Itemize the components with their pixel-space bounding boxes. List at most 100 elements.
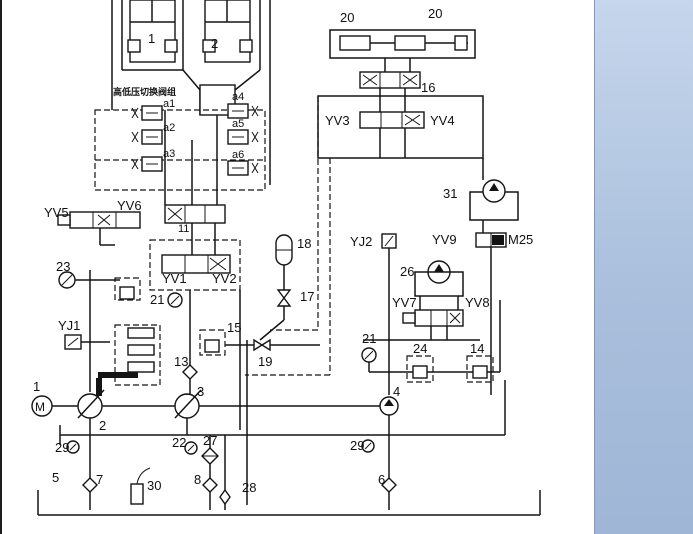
pump-2	[77, 389, 175, 419]
relief-valve-14	[466, 355, 494, 383]
yv9-label: YV9	[432, 232, 457, 247]
yv8-label: YV8	[465, 295, 490, 310]
valve-a5-label: a5	[232, 118, 244, 130]
valve-17	[259, 289, 292, 341]
switching-valve-group	[94, 109, 266, 191]
motor-26	[414, 260, 464, 297]
hydraulic-diagram: 1 2 高低压切换	[31, 0, 541, 516]
relief-valve-15	[199, 329, 226, 356]
pressure-switch-yj1	[64, 334, 110, 350]
pump-4	[379, 396, 399, 416]
filter-7	[82, 477, 98, 510]
pressure-gauge-23	[58, 271, 120, 289]
filter-7-label: 7	[96, 472, 103, 487]
valve-11	[164, 204, 226, 224]
relief-valve-left	[114, 277, 141, 301]
valve-a2-label: a2	[163, 122, 175, 134]
yv6-label: YV6	[117, 198, 142, 213]
pilot-valve-block	[96, 324, 161, 396]
motor-1-label: 1	[33, 379, 40, 394]
valve-28-label: 28	[242, 480, 256, 495]
slide-left-border	[0, 0, 2, 534]
cylinder-2-label: 2	[211, 36, 218, 51]
valve-16-label: 16	[421, 80, 435, 95]
valve-a2	[131, 129, 163, 145]
valve-yv5-yv6	[57, 211, 141, 246]
filter-8	[202, 435, 231, 510]
cylinder-20a-label: 20	[340, 10, 354, 25]
valve-group-title: 高低压切换阀组	[113, 86, 176, 98]
gauge-21-right-label: 21	[362, 331, 376, 346]
valve-a4-label: a4	[232, 91, 244, 103]
oil-tank	[37, 490, 541, 516]
cylinders-20	[329, 29, 476, 59]
valve-24-label: 24	[413, 341, 427, 356]
cylinder-1	[127, 0, 178, 63]
valve-19-label: 19	[258, 354, 272, 369]
yj2-label: YJ2	[350, 234, 372, 249]
filter-6-label: 6	[378, 472, 385, 487]
valve-yv1-yv2	[149, 223, 241, 291]
valve-15-label: 15	[227, 320, 241, 335]
relief-valve-24	[406, 355, 434, 383]
valve-14-label: 14	[470, 341, 484, 356]
accumulator-18-label: 18	[297, 236, 311, 251]
yv7-label: YV7	[392, 295, 417, 310]
filter-8-label: 8	[194, 472, 201, 487]
yv5-label: YV5	[44, 205, 69, 220]
valve-yv7-yv8	[363, 296, 480, 341]
valve-16	[359, 58, 421, 89]
slide-side-panel	[594, 0, 693, 534]
filter-27-label: 27	[203, 433, 217, 448]
valve-a4	[227, 103, 259, 119]
pressure-gauge-21-left	[167, 292, 183, 308]
yv1-label: YV1	[162, 271, 187, 286]
yv3-label: YV3	[325, 113, 350, 128]
gauge-29-right-label: 29	[350, 438, 364, 453]
heater-30-label: 30	[147, 478, 161, 493]
gauge-29-left	[66, 440, 80, 454]
cylinder-1-label: 1	[148, 31, 155, 46]
accumulator-18	[275, 234, 293, 290]
pump-2-label: 2	[99, 418, 106, 433]
gauge-29-right	[361, 439, 375, 453]
pilot-lines-right	[245, 96, 484, 376]
cylinder-2	[202, 0, 253, 63]
svg-text:M: M	[35, 400, 45, 414]
heater-30	[130, 467, 151, 505]
gauge-22-label: 22	[172, 435, 186, 450]
electric-motor-1: M	[31, 395, 80, 417]
valve-11-label: 11	[178, 223, 189, 235]
filter-6	[381, 477, 397, 510]
gauge-22	[184, 441, 198, 455]
valve-a6-label: a6	[232, 149, 244, 161]
gauge-23-label: 23	[56, 259, 70, 274]
check-valve-13	[182, 290, 198, 395]
motor-31	[469, 179, 519, 221]
valve-a5	[227, 129, 259, 145]
yv2-label: YV2	[212, 271, 237, 286]
motor-31-label: 31	[443, 186, 457, 201]
valve-a6	[227, 160, 259, 176]
pressure-switch-yj2	[381, 233, 397, 395]
valve-a1-label: a1	[163, 98, 175, 110]
motor-26-label: 26	[400, 264, 414, 279]
cylinder-20b-label: 20	[428, 6, 442, 21]
valve-a3-label: a3	[163, 148, 175, 160]
valve-13-label: 13	[174, 354, 188, 369]
valve-a3	[131, 156, 163, 172]
pump-4-label: 4	[393, 384, 400, 399]
yj1-label: YJ1	[58, 318, 80, 333]
valve-a1	[131, 105, 163, 121]
pump-3	[174, 389, 385, 419]
valve-17-label: 17	[300, 289, 314, 304]
tank-5-label: 5	[52, 470, 59, 485]
yv4-label: YV4	[430, 113, 455, 128]
gauge-29-left-label: 29	[55, 440, 69, 455]
pump-3-label: 3	[197, 384, 204, 399]
valve-yv9-m25	[475, 220, 507, 395]
m25-label: M25	[508, 232, 533, 247]
gauge-21-left-label: 21	[150, 292, 164, 307]
return-lines	[59, 270, 506, 505]
